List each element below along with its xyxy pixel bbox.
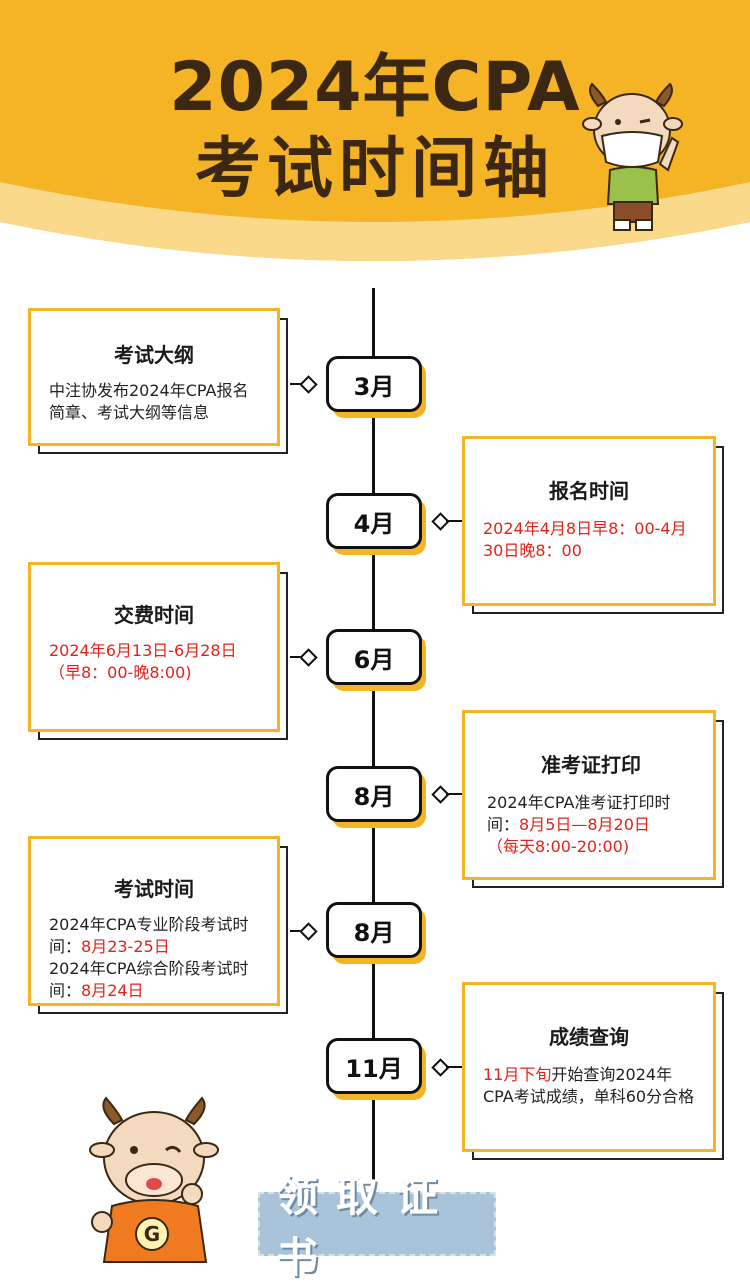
- card-body: 2024年CPA准考证打印时间：8月5日—8月20日 （每天8:00-20:00…: [487, 792, 695, 858]
- card-body-text: 2024年CPA准考证打印时间：: [487, 793, 671, 834]
- connector-line: [446, 1066, 462, 1068]
- connector-line: [290, 383, 302, 385]
- card-body-text: 2024年4月8日早8：00-4月30日晚8：00: [483, 519, 687, 560]
- month-label: 6月: [326, 629, 422, 685]
- month-label: 11月: [326, 1038, 422, 1094]
- card-body: 2024年CPA专业阶段考试时间：8月23-25日 2024年CPA综合阶段考试…: [49, 914, 259, 1002]
- mascot-top-icon: [582, 82, 683, 231]
- month-label: 4月: [326, 493, 422, 549]
- month-label: 8月: [326, 766, 422, 822]
- card-title: 准考证打印: [541, 753, 641, 777]
- card-body: 中注协发布2024年CPA报名简章、考试大纲等信息: [49, 380, 259, 424]
- card-body-text: 开始查询2024年CPA考试成绩，单科60分合格: [483, 1065, 695, 1106]
- card-body: 2024年6月13日-6月28日 （早8：00-晚8:00): [49, 640, 259, 684]
- header-banner: 2024年CPA 考试时间轴: [0, 0, 750, 290]
- title-line-1: 2024年CPA: [169, 48, 581, 127]
- card-body-text: （早8：00-晚8:00): [49, 663, 192, 682]
- month-pill-aug-1: 8月: [326, 766, 426, 828]
- month-pill-nov: 11月: [326, 1038, 426, 1100]
- card-body-text: 2024年CPA综合阶段考试时间：: [49, 959, 249, 1000]
- month-pill-jun: 6月: [326, 629, 426, 691]
- card-body: 11月下旬开始查询2024年CPA考试成绩，单科60分合格: [483, 1064, 695, 1108]
- month-pill-aug-2: 8月: [326, 902, 426, 964]
- month-label: 3月: [326, 356, 422, 412]
- page-title: 2024年CPA 考试时间轴: [0, 54, 750, 202]
- connector-diamond-icon: [299, 375, 318, 394]
- card-body-text: 8月5日—8月20日: [519, 815, 650, 834]
- card-body-text: 8月23-25日: [81, 937, 170, 956]
- card-title: 成绩查询: [549, 1025, 629, 1049]
- card-title: 考试大纲: [114, 343, 194, 367]
- mascot-badge-letter: G: [144, 1222, 160, 1246]
- card-title: 报名时间: [549, 479, 629, 503]
- connector-line: [290, 930, 302, 932]
- title-line-2: 考试时间轴: [195, 130, 555, 207]
- connector-diamond-icon: [299, 648, 318, 667]
- card-body-text: 8月24日: [81, 981, 144, 1000]
- connector-line: [446, 520, 462, 522]
- connector-line: [446, 793, 462, 795]
- header-background: [0, 0, 750, 261]
- card-body-text: （每天8:00-20:00): [487, 837, 630, 856]
- get-certificate-label: 领取证书: [276, 1172, 457, 1282]
- timeline-spine: [372, 288, 375, 1184]
- mascot-bottom-icon: G: [89, 1096, 219, 1263]
- connector-diamond-icon: [299, 922, 318, 941]
- card-body-text: 中注协发布2024年CPA报名简章、考试大纲等信息: [49, 381, 249, 422]
- connector-line: [290, 656, 302, 658]
- month-pill-apr: 4月: [326, 493, 426, 555]
- month-label: 8月: [326, 902, 422, 958]
- card-body: 2024年4月8日早8：00-4月30日晚8：00: [483, 518, 695, 562]
- card-body-text: 2024年CPA专业阶段考试时间：: [49, 915, 249, 956]
- card-title: 交费时间: [114, 603, 194, 627]
- card-body-text: 11月下旬: [483, 1065, 552, 1084]
- get-certificate-button[interactable]: 领取证书: [258, 1172, 496, 1282]
- card-body-text: 2024年6月13日-6月28日: [49, 641, 237, 660]
- card-title: 考试时间: [114, 877, 194, 901]
- month-pill-mar: 3月: [326, 356, 426, 418]
